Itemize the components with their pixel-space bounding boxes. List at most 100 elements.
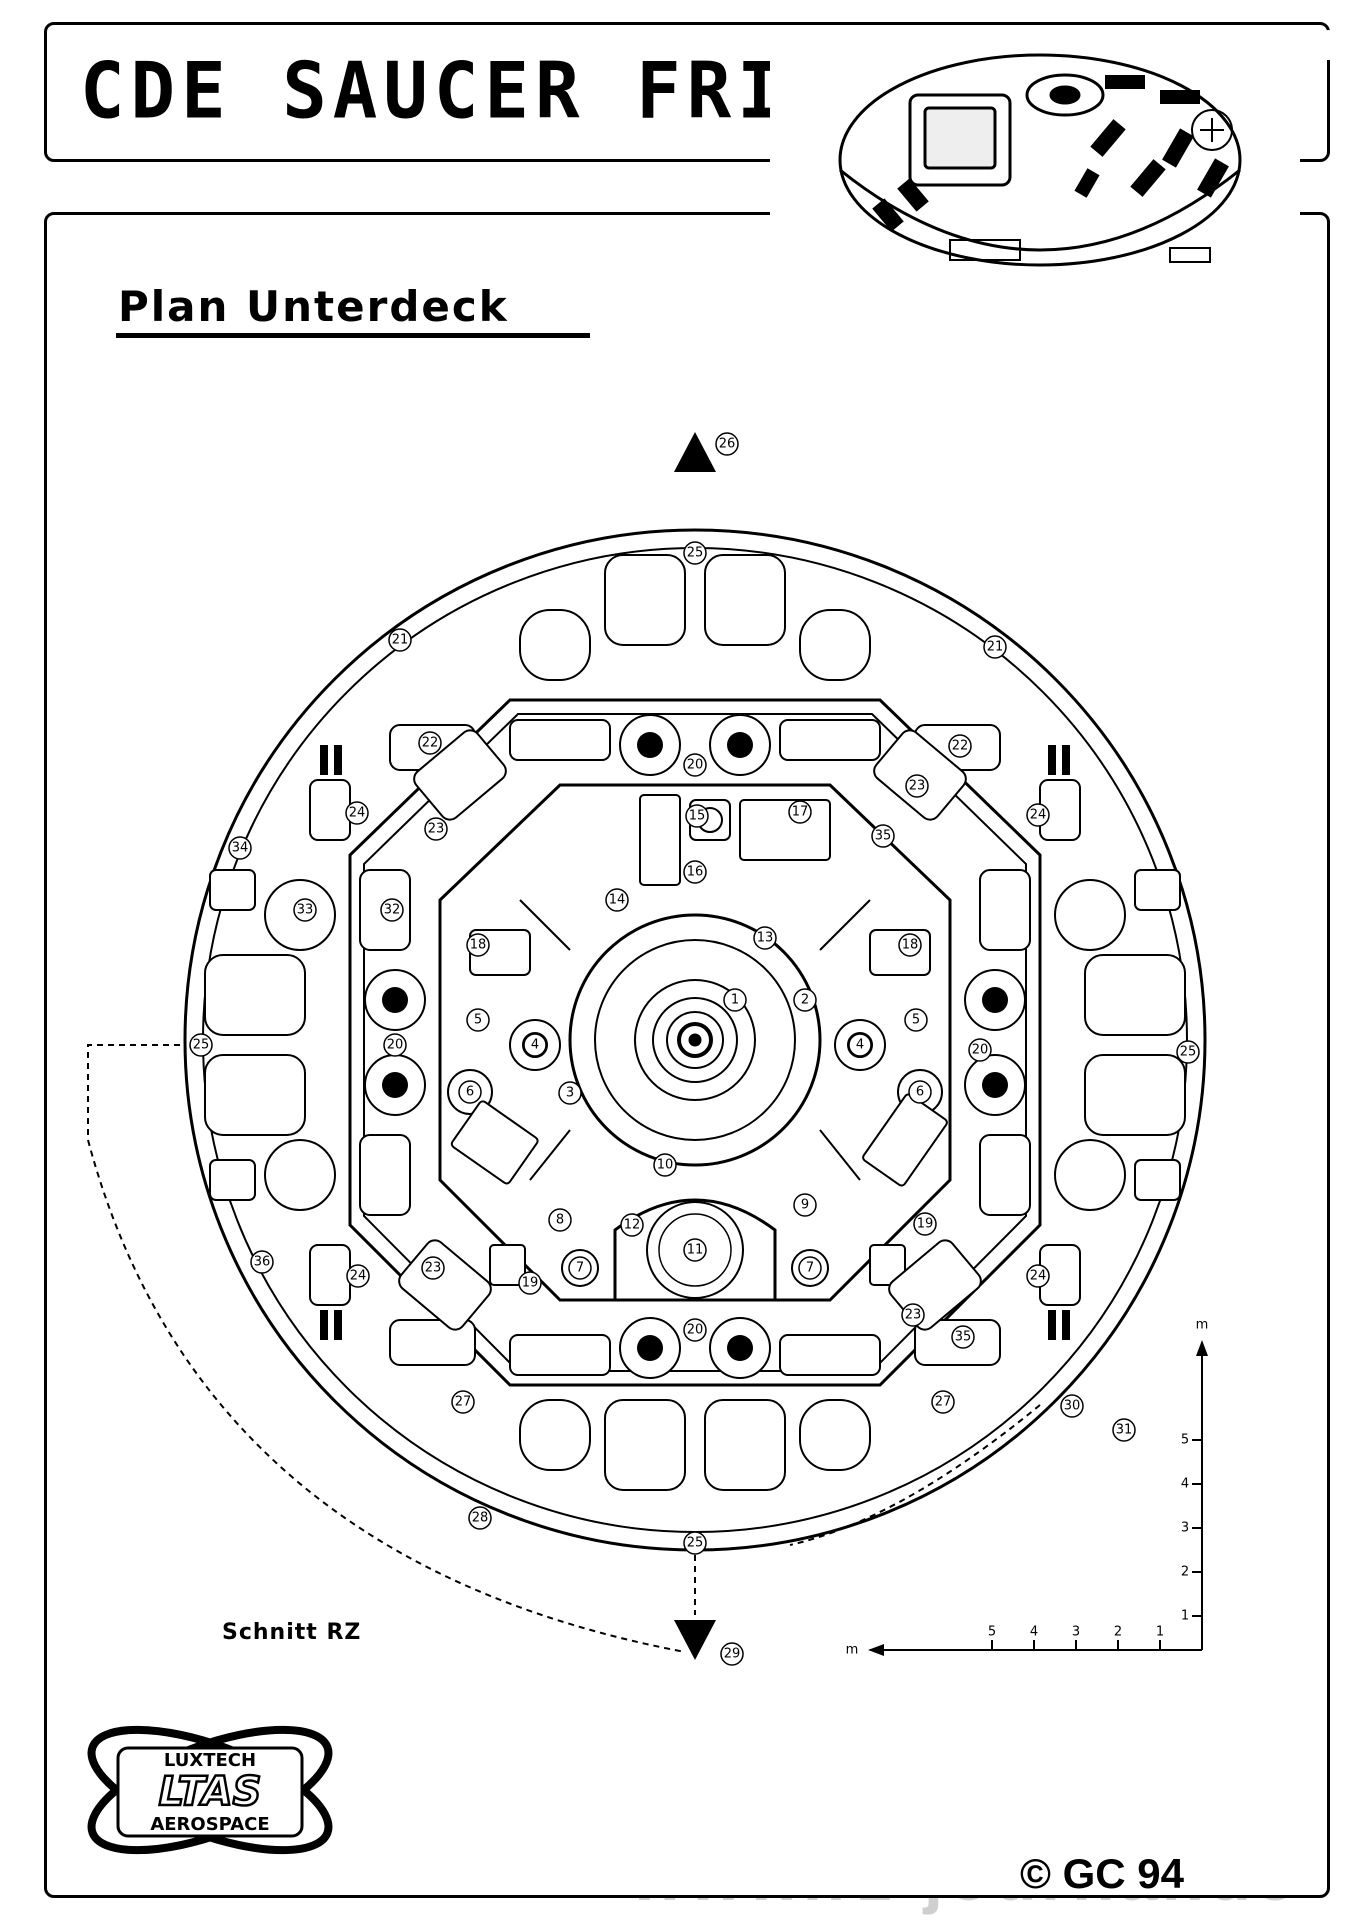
section-label: Schnitt RZ [222, 1620, 362, 1645]
marker-25: 25 [1176, 1040, 1200, 1064]
marker-28: 28 [468, 1506, 492, 1530]
marker-circle [468, 1506, 492, 1530]
marker-label: 33 [297, 903, 314, 918]
marker-label: 13 [757, 931, 774, 946]
marker-15: 15 [685, 804, 709, 828]
scale-tick-x: 4 [1030, 1625, 1038, 1640]
scale-tick-x: 5 [988, 1625, 996, 1640]
marker-29: 29 [720, 1642, 744, 1666]
marker-label: 24 [350, 1269, 367, 1284]
marker-circle [523, 1033, 547, 1057]
marker-circle [931, 1390, 955, 1414]
logo-bottom-text: AEROSPACE [150, 1814, 269, 1835]
scale-tick-x: 2 [1114, 1625, 1122, 1640]
marker-label: 21 [392, 633, 409, 648]
marker-21: 21 [983, 635, 1007, 659]
marker-circle [908, 1080, 932, 1104]
marker-label: 23 [425, 1261, 442, 1276]
outer-ring-modules [204, 554, 1186, 1491]
marker-label: 26 [719, 437, 736, 452]
scale-tick-x: 3 [1072, 1625, 1080, 1640]
marker-25: 25 [683, 541, 707, 565]
marker-circle [250, 1250, 274, 1274]
marker-label: 20 [972, 1043, 989, 1058]
marker-24: 24 [1026, 1264, 1050, 1288]
marker-24: 24 [345, 801, 369, 825]
marker-10: 10 [653, 1153, 677, 1177]
marker-circle [458, 1080, 482, 1104]
marker-27: 27 [451, 1390, 475, 1414]
marker-label: 30 [1064, 1399, 1081, 1414]
marker-22: 22 [418, 731, 442, 755]
logo-top-text: LUXTECH [164, 1750, 256, 1771]
marker-21: 21 [388, 628, 412, 652]
marker-circle [753, 926, 777, 950]
marker-label: 2 [801, 993, 809, 1008]
marker-label: 23 [905, 1308, 922, 1323]
marker-label: 27 [455, 1395, 472, 1410]
marker-3: 3 [558, 1081, 582, 1105]
subtitle: Plan Unterdeck [118, 282, 509, 331]
marker-label: 23 [428, 822, 445, 837]
marker-label: 27 [935, 1395, 952, 1410]
marker-label: 18 [470, 938, 487, 953]
marker-19: 19 [913, 1212, 937, 1236]
marker-23: 23 [424, 817, 448, 841]
scale-tick-y: 2 [1181, 1565, 1189, 1580]
marker-20: 20 [683, 753, 707, 777]
marker-label: 7 [576, 1261, 584, 1276]
marker-23: 23 [901, 1303, 925, 1327]
marker-11: 11 [683, 1238, 707, 1262]
marker-circle [683, 860, 707, 884]
marker-label: 18 [902, 938, 919, 953]
marker-36: 36 [250, 1250, 274, 1274]
marker-20: 20 [968, 1038, 992, 1062]
scale-unit-y: m [1196, 1318, 1209, 1333]
marker-label: 25 [193, 1038, 210, 1053]
marker-circle [466, 1008, 490, 1032]
marker-18: 18 [466, 933, 490, 957]
marker-circle [905, 774, 929, 798]
marker-label: 22 [952, 739, 969, 754]
central-core [634, 979, 756, 1101]
marker-circle [228, 836, 252, 860]
marker-8: 8 [548, 1208, 572, 1232]
marker-circle [518, 1271, 542, 1295]
marker-label: 22 [422, 736, 439, 751]
marker-30: 30 [1060, 1394, 1084, 1418]
marker-19: 19 [518, 1271, 542, 1295]
scale-tick-y: 1 [1181, 1609, 1189, 1624]
marker-circle [418, 731, 442, 755]
marker-22: 22 [948, 734, 972, 758]
marker-label: 12 [624, 1218, 641, 1233]
central-room-outer [568, 913, 822, 1167]
marker-1: 1 [723, 988, 747, 1012]
marker-circle [1112, 1418, 1136, 1442]
marker-circle [558, 1081, 582, 1105]
marker-label: 24 [349, 806, 366, 821]
marker-circle [683, 1318, 707, 1342]
marker-6: 6 [458, 1080, 482, 1104]
marker-label: 20 [387, 1038, 404, 1053]
marker-label: 25 [687, 1536, 704, 1551]
marker-circle [189, 1033, 213, 1057]
marker-4: 4 [523, 1033, 547, 1057]
marker-33: 33 [293, 898, 317, 922]
marker-32: 32 [380, 898, 404, 922]
marker-circle [345, 801, 369, 825]
marker-23: 23 [905, 774, 929, 798]
marker-20: 20 [683, 1318, 707, 1342]
marker-35: 35 [871, 824, 895, 848]
marker-circle [346, 1264, 370, 1288]
marker-circle [683, 753, 707, 777]
marker-circle [723, 988, 747, 1012]
marker-circle [793, 988, 817, 1012]
marker-label: 34 [232, 841, 249, 856]
marker-label: 4 [531, 1038, 539, 1053]
marker-label: 7 [806, 1261, 814, 1276]
marker-circle [901, 1303, 925, 1327]
marker-label: 14 [609, 893, 626, 908]
marker-9: 9 [793, 1193, 817, 1217]
marker-circle [798, 1256, 822, 1280]
